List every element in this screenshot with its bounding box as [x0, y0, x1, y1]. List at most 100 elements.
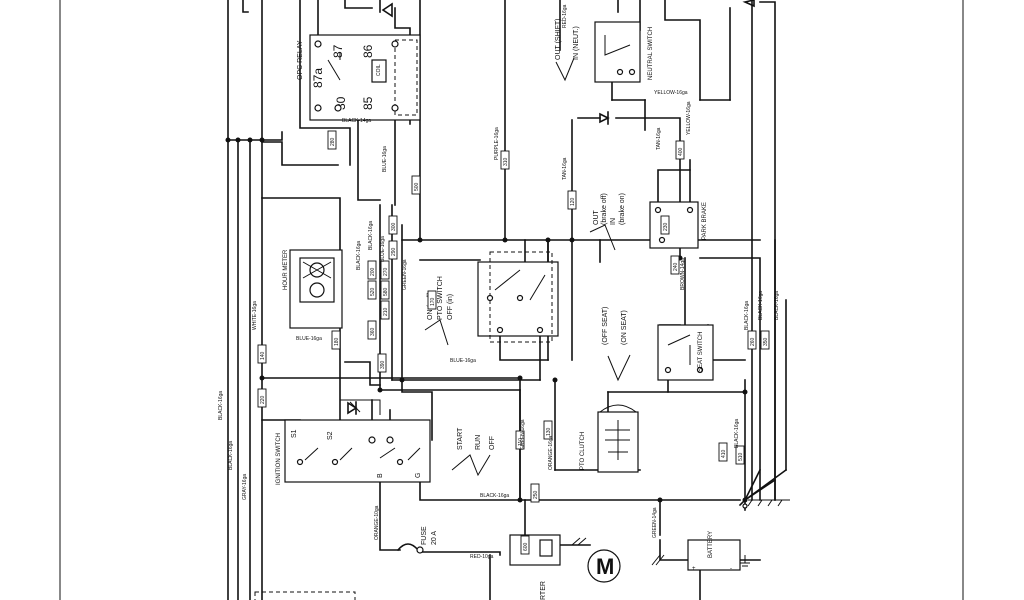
- ignition-terminal-s2: S2: [327, 431, 334, 440]
- wire-number: 510: [738, 452, 744, 461]
- opc-relay: COIL OPC RELAY 87a 87 86 30 85: [297, 34, 421, 121]
- wire-number: 310: [503, 157, 509, 166]
- wire-number-tag: 260: [747, 330, 757, 350]
- wire-label: BLUE-16ga: [450, 358, 476, 364]
- wire-number-tag: 400: [675, 140, 685, 160]
- starter-motor: [587, 549, 621, 583]
- wire-number: 600: [523, 542, 529, 551]
- battery: [687, 539, 741, 571]
- neutral-switch-title: NEUTRAL SWITCH: [648, 27, 654, 80]
- ignition-terminal-s1: S1: [291, 429, 298, 438]
- battery-minus: -: [730, 566, 732, 572]
- wire-number: 200: [370, 267, 376, 276]
- wire-number: 180: [334, 337, 340, 346]
- pto-switch-state-off: OFF (in): [447, 294, 454, 320]
- wire-label: RED-10ga: [470, 554, 494, 560]
- relay-terminal: [391, 40, 399, 48]
- wire-label: BLUE-16ga: [296, 336, 322, 342]
- pto-switch: ON (pull) PTO SWITCH OFF (in): [424, 251, 559, 346]
- wire-label: BLACK-16ga: [228, 441, 234, 470]
- wire-number-tag: 510: [735, 445, 745, 465]
- wire-number-tag: 410: [718, 442, 728, 462]
- park-brake-note-off: (brake off): [601, 193, 608, 225]
- seat-switch-state-on: (ON SEAT): [621, 310, 628, 345]
- opc-relay-coil-housing: [394, 39, 418, 116]
- wire-label: BLUE-16ga: [380, 236, 386, 262]
- ignition-terminal-g: G: [415, 473, 422, 478]
- opc-relay-coil: [371, 59, 387, 83]
- wire-number-tag: 220: [257, 388, 267, 408]
- wire-number-tag: 130: [543, 420, 553, 440]
- wire-number-tag: 290: [388, 240, 398, 260]
- park-brake-state-out: OUT: [593, 210, 600, 226]
- pto-clutch: PTO CLUTCH: [580, 404, 639, 473]
- wire-color-labels: BLACK-16ga GRAY-16ga BLACK-16ga WHITE-16…: [218, 4, 780, 560]
- wire-label: BLACK-14ga: [342, 118, 371, 124]
- wire-number-tag: 180: [331, 330, 341, 350]
- wire-number: 350: [763, 337, 769, 346]
- starter-motor-label: M: [596, 554, 614, 579]
- diode-park-brake: [599, 111, 610, 125]
- wire-number: 400: [678, 147, 684, 156]
- wire-number: 500: [414, 182, 420, 191]
- wire-label: BLACK-16ga: [774, 291, 780, 320]
- wire-number-tag: 310: [500, 150, 510, 170]
- wire-number: 140: [260, 351, 266, 360]
- opc-relay-pin-87a: 87a: [311, 68, 325, 88]
- wire-number-tags: 2803002905003102705802102005203601801402…: [257, 130, 770, 555]
- battery-title: BATTERY: [708, 531, 714, 558]
- wire-number: 280: [330, 137, 336, 146]
- opc-relay-body: [309, 34, 421, 121]
- wire-label: TAN-16ga: [656, 127, 662, 150]
- wire-number-tag: 240: [670, 255, 680, 275]
- wire-number: 220: [260, 395, 266, 404]
- hour-meter: HOUR METER: [283, 249, 343, 329]
- relay-terminal: [334, 104, 342, 112]
- wire-number: 120: [570, 197, 576, 206]
- ignition-terminal-b: B: [377, 473, 384, 478]
- relay-terminal: [314, 40, 322, 48]
- wire-label: PURPLE-16ga: [494, 127, 500, 160]
- seat-switch-state-off: (OFF SEAT): [602, 307, 609, 345]
- wire-number-tag: 600: [520, 535, 530, 555]
- opc-relay-pin-86: 86: [361, 44, 375, 58]
- wire-label: BLACK-16ga: [480, 493, 509, 499]
- park-brake-title: PARK BRAKE: [702, 202, 708, 240]
- diode-relay: [381, 2, 393, 18]
- wire-label: BLACK-16ga: [218, 391, 224, 420]
- wire-number: 240: [673, 262, 679, 271]
- hour-meter-dial: [309, 282, 325, 298]
- wire-number-tag: 350: [760, 330, 770, 350]
- wire-label: BLUE-16ga: [382, 146, 388, 172]
- seat-switch-title: SEAT SWITCH: [698, 332, 704, 372]
- wire-number-tag: 110: [515, 430, 525, 450]
- wire-label: RED-16ga: [562, 4, 568, 28]
- wire-number: 360: [370, 327, 376, 336]
- pto-clutch-title: PTO CLUTCH: [580, 432, 586, 470]
- wire-label: GRAY-16ga: [242, 474, 248, 500]
- ignition-position-run: RUN: [475, 435, 482, 450]
- ignition-switch-body: [284, 419, 431, 483]
- wire-number-tag: 300: [388, 215, 398, 235]
- wire-number: 290: [391, 247, 397, 256]
- opc-relay-pin-85: 85: [361, 96, 375, 110]
- neutral-switch-state-in: IN (NEUT.): [573, 26, 580, 60]
- wire-number-tag: 120: [567, 190, 577, 210]
- wire-number: 170: [430, 297, 436, 306]
- neutral-switch-state-out: OUT (SHIFT): [555, 19, 562, 60]
- ignition-position-start: START: [457, 427, 464, 450]
- wire-number: 410: [721, 449, 727, 458]
- wire-label: YELLOW-16ga: [654, 90, 688, 96]
- junction-dots: [225, 137, 748, 503]
- relay-terminal: [391, 104, 399, 112]
- diodes: [347, 0, 755, 415]
- hour-meter-title: HOUR METER: [283, 249, 289, 290]
- wire-label: BLACK-16ga: [368, 221, 374, 250]
- wire-number: 270: [383, 267, 389, 276]
- fuse-label: FUSE: [421, 526, 428, 545]
- wire-label: WHITE-16ga: [252, 301, 258, 330]
- pto-switch-title: PTO SWITCH: [437, 276, 444, 320]
- park-brake-state-in: IN: [610, 218, 617, 225]
- wire-number-tag: 390: [377, 353, 387, 373]
